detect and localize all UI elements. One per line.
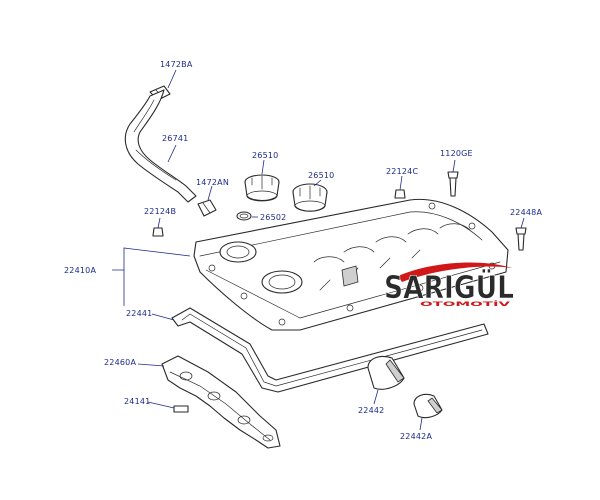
leader-1472BA xyxy=(167,69,177,89)
leader-22124B xyxy=(157,217,161,229)
watermark-logo: SARIGÜL OTOMOTİV xyxy=(384,262,514,308)
leader-26741 xyxy=(167,144,177,163)
label-1472AN: 1472AN xyxy=(196,178,229,187)
breather-hose-26741 xyxy=(124,89,197,203)
label-26510-left: 26510 xyxy=(252,151,278,160)
leader-22124C xyxy=(399,175,403,191)
label-26741: 26741 xyxy=(162,134,188,143)
leader-26510b xyxy=(313,179,322,187)
plug-gasket-22442 xyxy=(367,355,405,390)
watermark-tagline: OTOMOTİV xyxy=(420,299,510,308)
gasket-22441 xyxy=(171,307,489,393)
swoosh-icon xyxy=(398,262,512,282)
label-22410A: 22410A xyxy=(64,266,96,275)
label-24141: 24141 xyxy=(124,397,150,406)
label-22448A: 22448A xyxy=(510,208,542,217)
label-22124B: 22124B xyxy=(144,207,176,216)
label-1120GE: 1120GE xyxy=(440,149,473,158)
filler-cap-26510-left xyxy=(244,174,280,202)
clamp-1472AN xyxy=(197,199,217,217)
label-22442: 22442 xyxy=(358,406,384,415)
stud-22124C xyxy=(394,189,406,199)
leader-22442A xyxy=(419,417,423,431)
leader-22441 xyxy=(151,313,175,321)
label-26502: 26502 xyxy=(260,213,286,222)
leader-22442 xyxy=(373,389,379,405)
label-22442A: 22442A xyxy=(400,432,432,441)
leader-26510a xyxy=(261,159,265,175)
leader-22460A xyxy=(137,363,165,367)
leader-1472AN xyxy=(207,185,213,201)
leader-22410A xyxy=(112,247,191,271)
label-22124C: 22124C xyxy=(386,167,418,176)
leader-1120GE xyxy=(452,159,456,173)
label-1472BA: 1472BA xyxy=(160,60,193,69)
leader-22448A xyxy=(520,217,525,229)
leader-24141 xyxy=(147,401,175,409)
filler-cap-26510-right xyxy=(292,183,328,212)
stud-22124B xyxy=(152,227,164,237)
watermark-name: SARIGÜL xyxy=(384,269,514,306)
label-26510-right: 26510 xyxy=(308,171,334,180)
plug-gasket-22442A xyxy=(413,393,443,419)
label-22441: 22441 xyxy=(126,309,152,318)
bolt-1120GE xyxy=(447,171,459,197)
front-cover-22460A xyxy=(161,355,281,449)
valve-cover-22410A xyxy=(193,198,509,331)
bolt-22448A xyxy=(515,227,527,251)
plug-24141 xyxy=(173,405,189,413)
seal-ring-26502 xyxy=(236,211,252,221)
label-22460A: 22460A xyxy=(104,358,136,367)
